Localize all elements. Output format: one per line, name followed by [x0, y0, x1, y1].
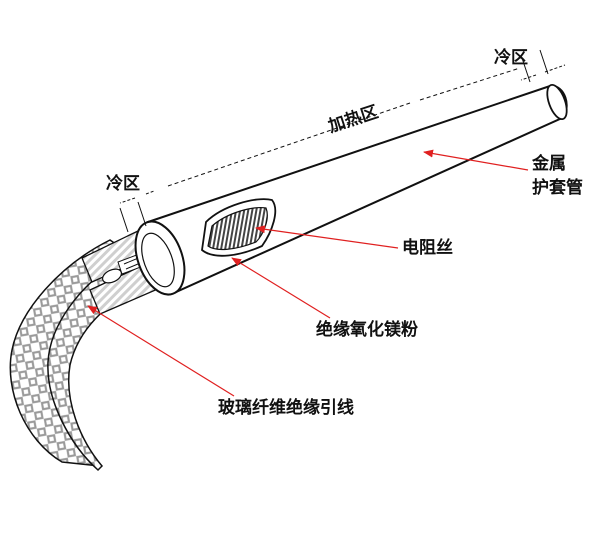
lead-wires: [9, 239, 152, 472]
leader-lead-wire: [87, 305, 235, 397]
label-sheath-line2: 护套管: [532, 178, 583, 198]
dimension-lines: [119, 49, 566, 233]
leader-resistance-wire: [255, 225, 399, 249]
label-resistance-wire: 电阻丝: [402, 238, 453, 258]
label-lead-wire: 玻璃纤维绝缘引线: [218, 398, 354, 418]
label-cold-zone-right: 冷区: [494, 48, 528, 68]
leader-mgo-powder: [231, 257, 331, 319]
label-cold-zone-left: 冷区: [106, 174, 140, 194]
leader-lines: [87, 149, 529, 397]
label-mgo-powder: 绝缘氧化镁粉: [316, 320, 418, 340]
leader-sheath: [423, 149, 529, 171]
tube-end-cap: [546, 83, 568, 121]
cutaway: [201, 198, 277, 257]
lead-wire-inner: [47, 261, 142, 472]
tube-open-end: [134, 220, 186, 296]
label-sheath-line1: 金属: [532, 154, 566, 174]
